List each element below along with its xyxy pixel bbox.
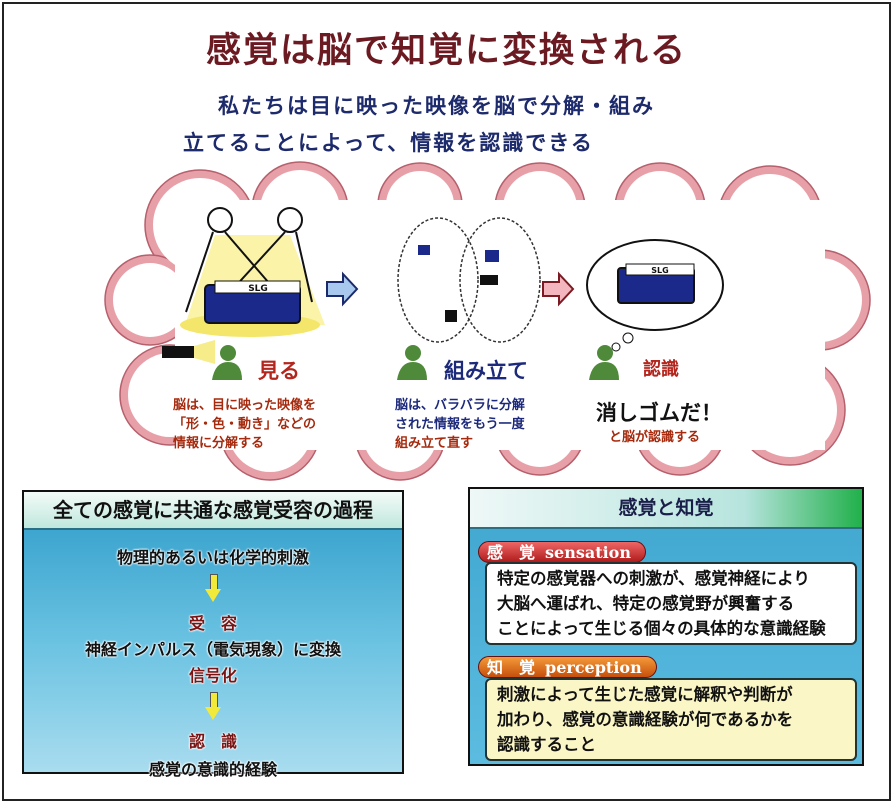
process-panel: 全ての感覚に共通な感覚受容の過程 物理的あるいは化学的刺激 受 容 神経インパル… xyxy=(22,490,404,779)
step-assemble-label: 組み立て xyxy=(444,359,528,383)
step-see-label: 見る xyxy=(258,359,300,383)
step-recognize-exclaim: 消しゴムだ！ xyxy=(596,401,722,425)
process-reception: 受 容 xyxy=(188,614,237,633)
sensation-text: 特定の感覚器への刺激が、感覚神経により大脳へ運ばれ、特定の感覚野が興奮することに… xyxy=(485,562,857,645)
arrow-right-red-icon xyxy=(542,271,575,307)
thought-cloud-illustration: SLG SLG xyxy=(104,161,871,481)
arrow-down-icon xyxy=(205,574,221,602)
process-recognition: 認 識 xyxy=(188,732,237,751)
svg-text:SLG: SLG xyxy=(248,284,268,294)
arrow-right-blue-icon xyxy=(326,271,359,307)
step-recognize-desc: と脳が認識する xyxy=(609,430,701,445)
process-stimulus: 物理的あるいは化学的刺激 xyxy=(116,548,309,567)
step-recognize-label: 認識 xyxy=(643,359,679,380)
process-impulse: 神経インパルス（電気現象）に変換 xyxy=(84,640,341,659)
person-icons xyxy=(212,345,619,380)
subtitle-line-1: 私たちは目に映った映像を脳で分解・組み xyxy=(218,94,655,118)
brain-icon xyxy=(397,217,541,343)
subtitle-line-2: 立てることによって、情報を認識できる xyxy=(183,131,594,155)
perception-text: 刺激によって生じた感覚に解釈や判断が加わり、感覚の意識経験が何であるかを認識する… xyxy=(485,678,857,761)
arrow-down-icon xyxy=(205,692,221,720)
eraser-small-icon xyxy=(162,340,215,364)
step-see-desc: 脳は、目に映った映像を「形・色・動き」などの情報に分解する xyxy=(173,398,317,451)
definition-panel-title: 感覚と知覚 xyxy=(470,489,862,529)
process-experience: 感覚の意識的経験 xyxy=(148,760,277,779)
step-assemble-desc: 脳は、バラバラに分解された情報をもう一度組み立て直す xyxy=(395,398,525,451)
thought-bubble-eraser-icon: SLG xyxy=(586,239,724,352)
eraser-icon: SLG xyxy=(204,280,301,324)
process-signal: 信号化 xyxy=(188,666,237,685)
svg-text:SLG: SLG xyxy=(651,266,668,275)
page-title: 感覚は脳で知覚に変換される xyxy=(205,31,687,71)
process-panel-title: 全ての感覚に共通な感覚受容の過程 xyxy=(24,492,402,530)
